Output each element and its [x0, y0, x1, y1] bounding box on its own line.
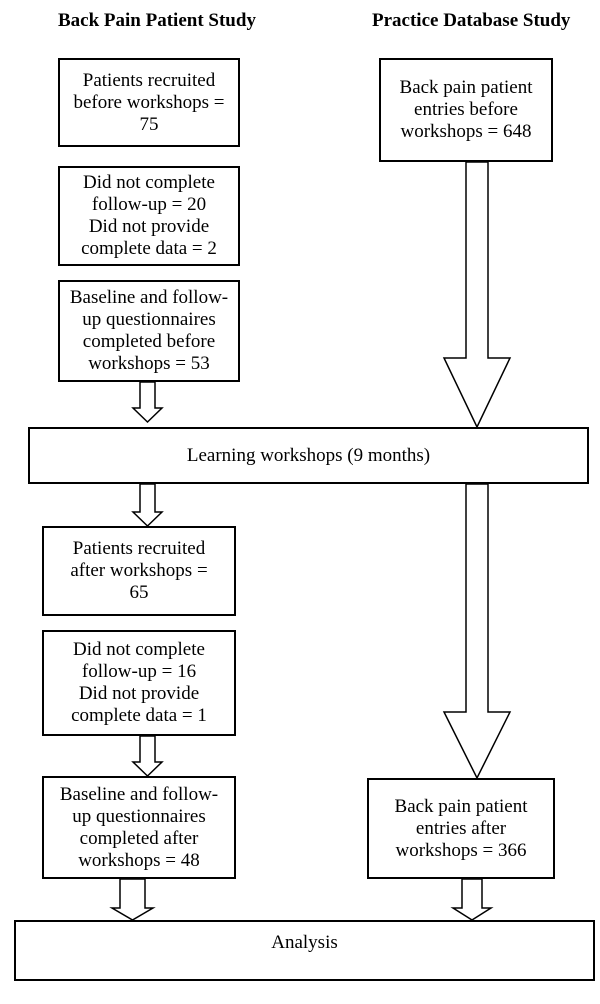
dropout-after-box: Did not complete follow-up = 16 Did not …: [42, 630, 236, 736]
entries-before-box: Back pain patient entries before worksho…: [379, 58, 553, 162]
recruited-after-box: Patients recruited after workshops = 65: [42, 526, 236, 616]
completed-after-text: Baseline and follow- up questionnaires c…: [59, 783, 219, 871]
analysis-text: Analysis: [271, 932, 338, 953]
arrow-entries-before-to-workshops: [442, 161, 512, 429]
arrow-right-to-analysis: [450, 878, 494, 921]
entries-before-text: Back pain patient entries before worksho…: [399, 77, 533, 142]
arrow-left-to-analysis: [109, 878, 156, 921]
dropout-before-box: Did not complete follow-up = 20 Did not …: [58, 166, 240, 266]
arrow-completed-to-workshops: [131, 381, 164, 424]
completed-after-box: Baseline and follow- up questionnaires c…: [42, 776, 236, 879]
arrow-workshops-to-entries-after: [442, 483, 512, 780]
dropout-after-text: Did not complete follow-up = 16 Did not …: [71, 639, 207, 726]
entries-after-box: Back pain patient entries after workshop…: [367, 778, 555, 879]
left-study-heading: Back Pain Patient Study: [58, 10, 256, 31]
recruited-before-text: Patients recruited before workshops = 75: [73, 69, 225, 135]
workshops-box: Learning workshops (9 months): [28, 427, 589, 484]
dropout-before-text: Did not complete follow-up = 20 Did not …: [81, 172, 217, 259]
entries-after-text: Back pain patient entries after workshop…: [394, 795, 528, 861]
analysis-box: Analysis: [14, 920, 595, 981]
workshops-text: Learning workshops (9 months): [186, 444, 431, 466]
arrow-workshops-to-recruited-after: [131, 483, 164, 528]
completed-before-box: Baseline and follow- up questionnaires c…: [58, 280, 240, 382]
completed-before-text: Baseline and follow- up questionnaires c…: [69, 287, 229, 374]
right-study-heading: Practice Database Study: [372, 10, 571, 31]
recruited-before-box: Patients recruited before workshops = 75: [58, 58, 240, 147]
recruited-after-text: Patients recruited after workshops = 65: [70, 538, 208, 603]
arrow-dropout-to-completed-after: [131, 735, 164, 778]
